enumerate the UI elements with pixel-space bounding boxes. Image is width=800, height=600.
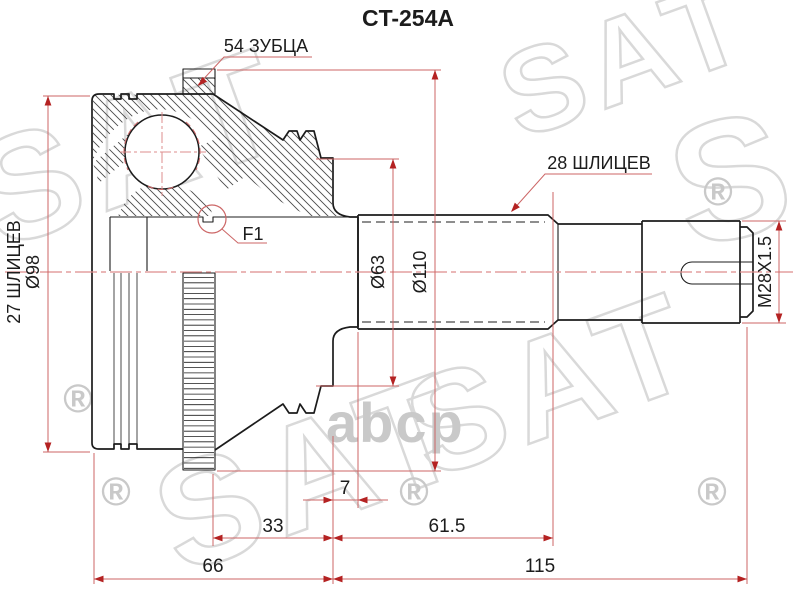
part-number-title: CT-254A bbox=[362, 5, 454, 31]
leader-arrowhead bbox=[198, 76, 208, 86]
dia-110-label: Ø110 bbox=[410, 251, 430, 294]
cotter-slot bbox=[680, 261, 753, 285]
arrowhead bbox=[389, 376, 397, 386]
arrowhead bbox=[213, 534, 223, 542]
dim-61-5-label: 61.5 bbox=[429, 516, 466, 537]
housing-silhouette-lower-right bbox=[214, 326, 358, 451]
leader-54-teeth bbox=[197, 56, 312, 86]
leader-28-splines bbox=[511, 173, 652, 212]
dim-33-label: 33 bbox=[262, 516, 283, 537]
abs-ring-section-block bbox=[182, 68, 216, 95]
arrowhead bbox=[775, 221, 783, 231]
callout-27-splines: 27 ШЛИЦЕВ bbox=[4, 220, 24, 324]
arrowhead bbox=[431, 461, 439, 471]
housing-silhouette-upper-right bbox=[212, 93, 358, 218]
leader-arrowhead bbox=[511, 202, 520, 212]
race-groove-dashed-arc bbox=[123, 121, 139, 171]
arrowhead bbox=[543, 534, 553, 542]
dim-66-label: 66 bbox=[202, 556, 223, 577]
watermark-registered-mark: ® bbox=[703, 170, 732, 214]
bearing-ball bbox=[120, 112, 206, 196]
housing-wall-section bbox=[93, 94, 348, 216]
abs-ring-tooth-band bbox=[182, 272, 216, 471]
spline-section-bottom bbox=[358, 319, 559, 330]
arrowhead bbox=[323, 575, 333, 583]
detail-f1-label: F1 bbox=[242, 224, 263, 244]
arrowhead bbox=[44, 442, 52, 452]
arrowhead bbox=[775, 313, 783, 323]
arrowhead bbox=[323, 534, 333, 542]
abs-ring-section-hatch bbox=[183, 78, 215, 94]
dimension-lines bbox=[43, 56, 786, 584]
dia-98-label: Ø98 bbox=[23, 255, 43, 289]
watermark-registered-mark: ® bbox=[63, 377, 92, 421]
leader-f1 bbox=[221, 228, 267, 244]
cavity-floor-line bbox=[110, 216, 358, 223]
abs-tooth-ring bbox=[182, 68, 216, 471]
dia-63-label: Ø63 bbox=[368, 255, 388, 289]
watermark-registered-mark: ® bbox=[399, 470, 428, 514]
thread-spec-label: M28X1.5 bbox=[755, 236, 775, 308]
arrowhead bbox=[44, 96, 52, 106]
callout-28-splines: 28 ШЛИЦЕВ bbox=[547, 153, 651, 173]
watermark-registered-mark: ® bbox=[101, 470, 130, 514]
arrowhead bbox=[94, 575, 104, 583]
watermark-abcp: abcp bbox=[326, 391, 465, 454]
arrowhead bbox=[323, 496, 333, 504]
arrowhead bbox=[333, 575, 343, 583]
cage-section bbox=[198, 136, 246, 190]
housing-section-hatch bbox=[93, 78, 348, 216]
watermark-registered-mark: ® bbox=[697, 470, 726, 514]
inner-race-section bbox=[118, 183, 213, 216]
dimension-arrows bbox=[44, 70, 783, 583]
race-groove-dashed-arc bbox=[185, 121, 201, 171]
dim-115-label: 115 bbox=[525, 556, 555, 577]
dim-7-label: 7 bbox=[340, 478, 351, 499]
arrowhead bbox=[358, 496, 368, 504]
race-groove-dashed-arc bbox=[147, 185, 177, 190]
callout-54-teeth: 54 ЗУБЦА bbox=[224, 36, 308, 56]
detail-f1-circle bbox=[197, 204, 227, 234]
arrowhead bbox=[389, 159, 397, 169]
arrowhead bbox=[431, 70, 439, 80]
abs-ring-teeth bbox=[184, 277, 214, 469]
annotations: CT-254A 54 ЗУБЦА 28 ШЛИЦЕВ 27 ШЛИЦЕВ Ø98… bbox=[4, 5, 775, 577]
spline-section-top bbox=[358, 214, 559, 225]
arrowhead bbox=[737, 575, 747, 583]
arrowhead bbox=[333, 534, 343, 542]
